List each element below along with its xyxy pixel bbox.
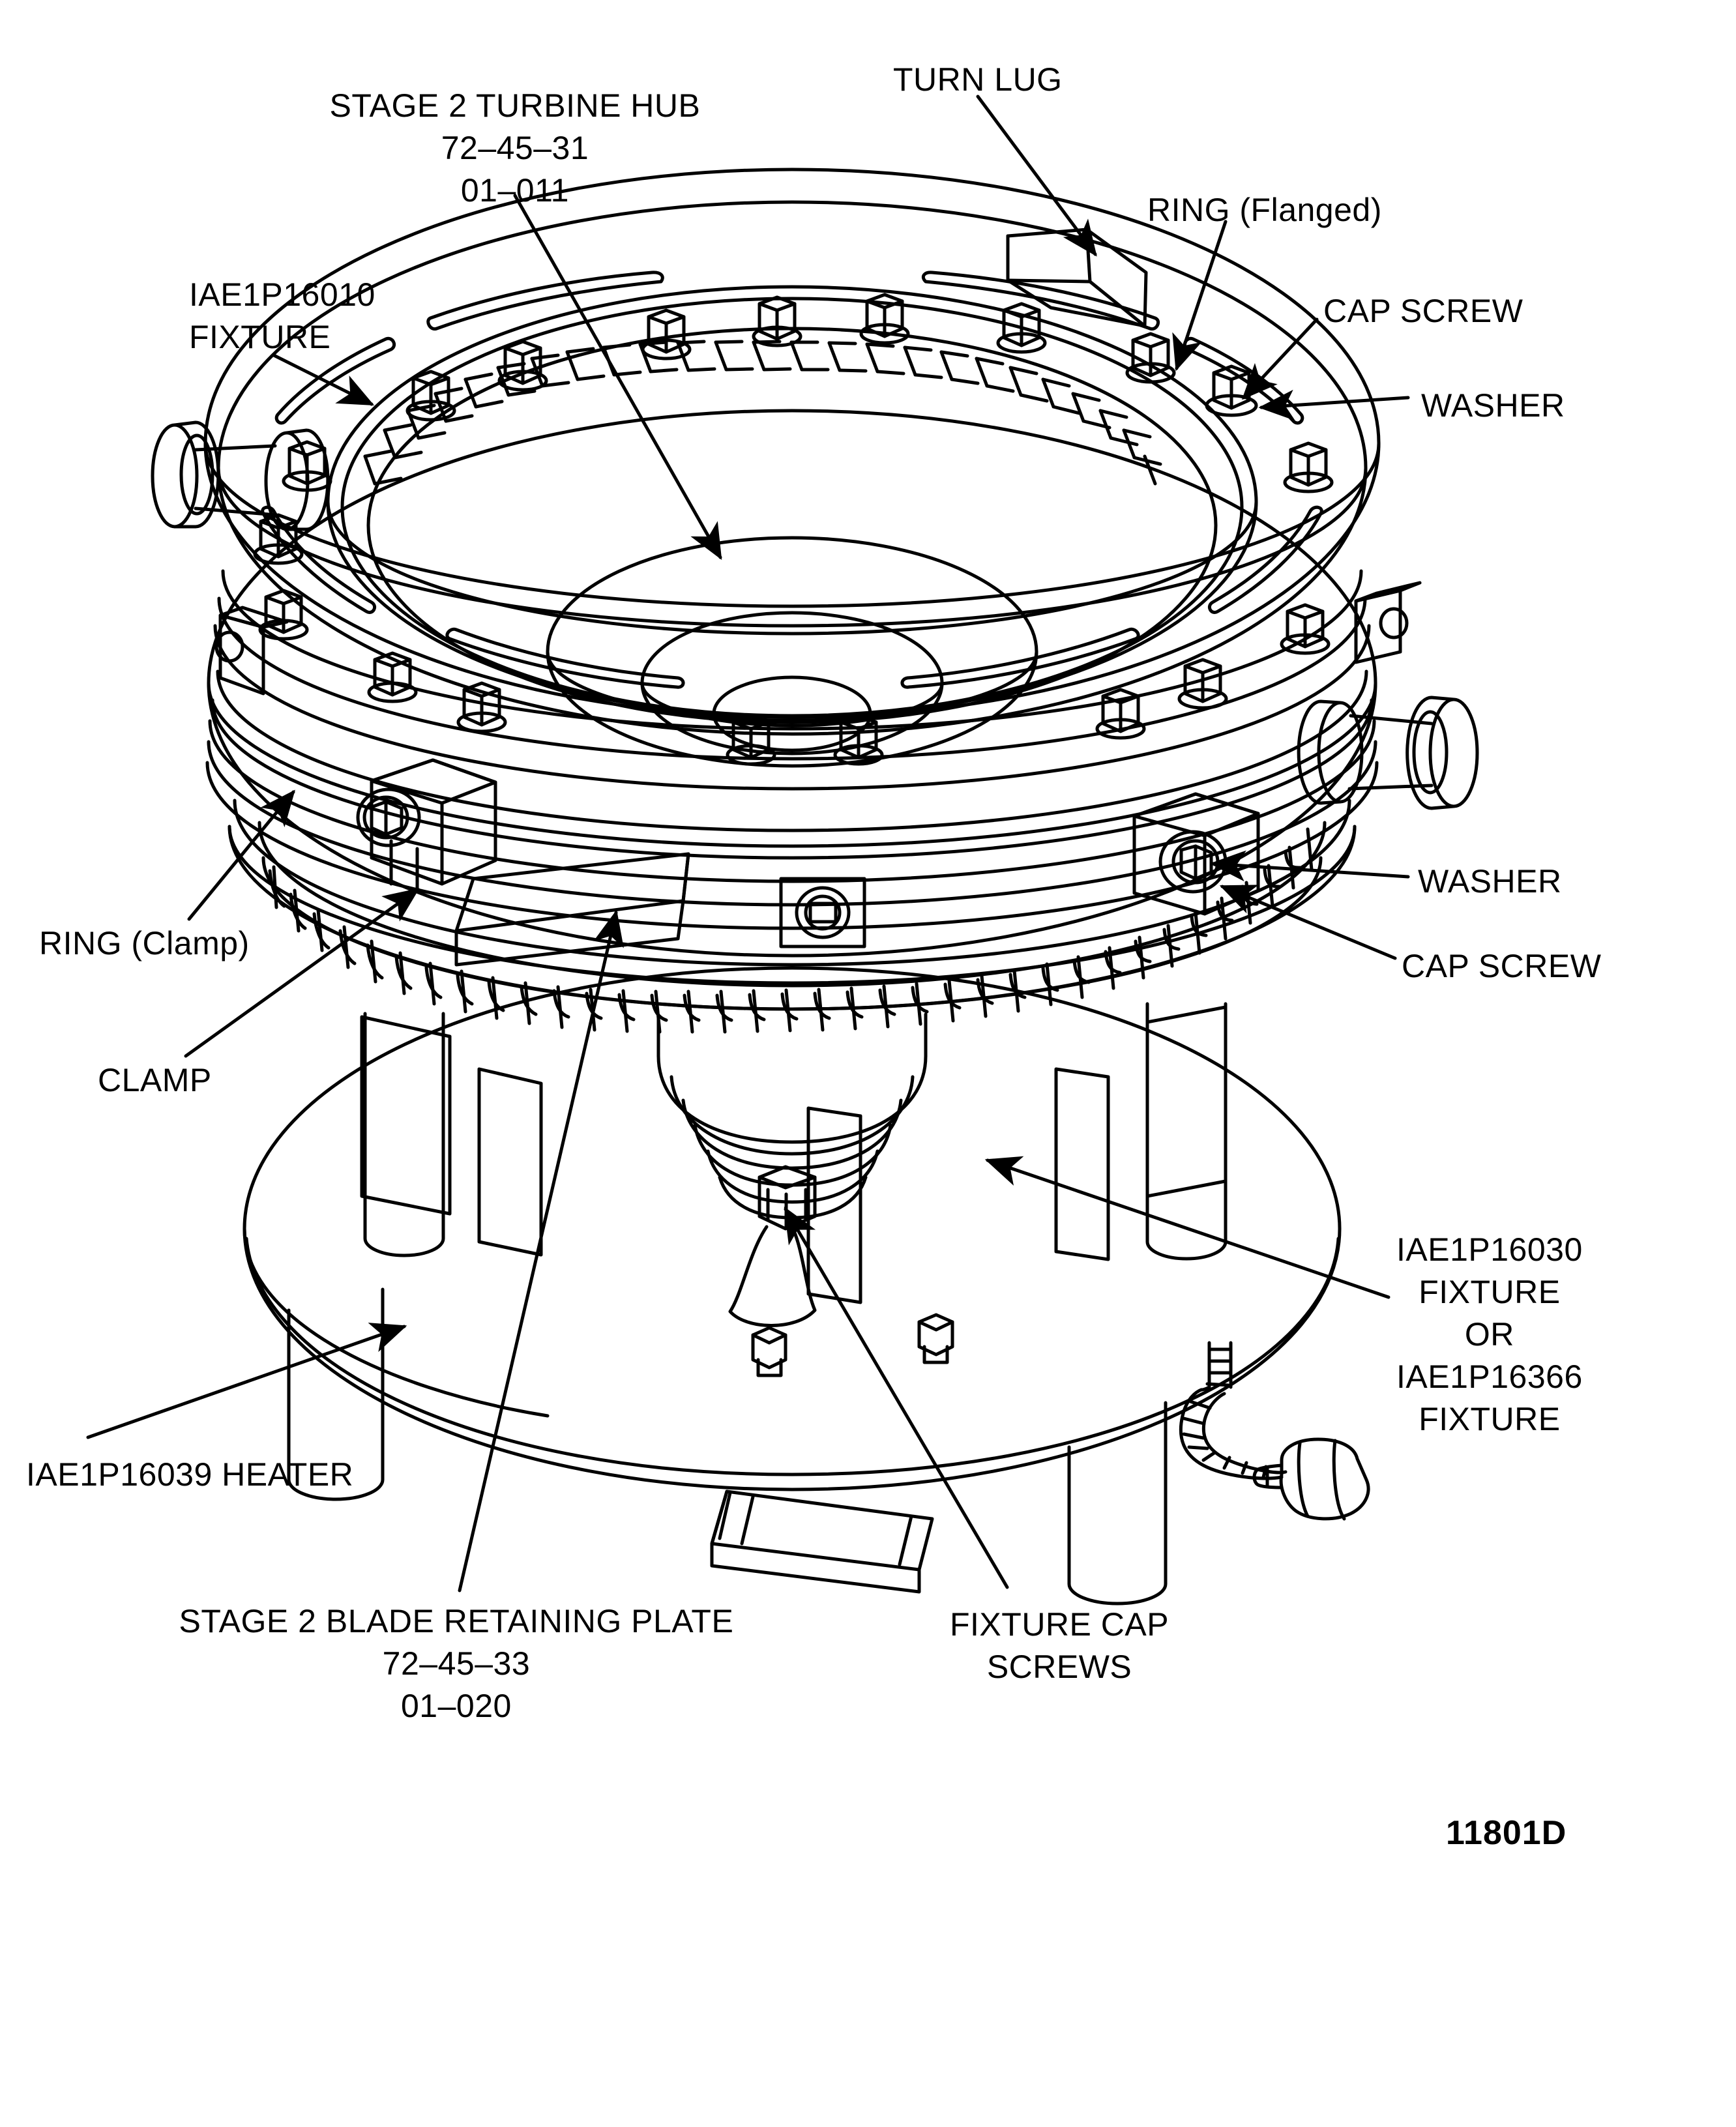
callout-washer-top: WASHER: [1421, 387, 1565, 424]
callout-ring-flanged: RING (Flanged): [1147, 192, 1382, 228]
washer: [367, 681, 418, 703]
cap-screw: [641, 308, 692, 360]
leader-lines: [86, 95, 1410, 1592]
washer: [497, 370, 548, 392]
washer: [859, 323, 910, 345]
support-leg-rear-right: [1145, 1002, 1228, 1261]
callout-washer-mid: WASHER: [1418, 863, 1562, 900]
clamp-block-left: [370, 758, 497, 894]
callout-turn-lug: TURN LUG: [893, 61, 1063, 98]
flange-fasteners: [253, 293, 1334, 766]
washer: [405, 400, 456, 422]
cap-screw: [1283, 441, 1334, 493]
electrical-plug: [1252, 1437, 1370, 1521]
callout-stage-2-turbine-hub: STAGE 2 TURBINE HUB 72–45–31 01–011: [329, 87, 701, 209]
leader-fixture-cap-screws: [784, 1207, 1009, 1589]
center-clamp-boss: [779, 877, 866, 948]
washer: [1125, 362, 1176, 384]
callout-stage-2-blade-retaining-plate: STAGE 2 BLADE RETAINING PLATE 72–45–33 0…: [179, 1603, 734, 1724]
cap-screw: [1125, 332, 1176, 384]
cap-screw: [726, 714, 776, 766]
rib-left: [360, 1015, 452, 1216]
leader-ring-clamp: [187, 789, 295, 921]
figure-number: 11801D: [1446, 1814, 1567, 1852]
washer: [1283, 471, 1334, 493]
washer: [726, 744, 776, 766]
turbine-hub-face: [326, 285, 1258, 768]
leader-fixture-iae1p16010: [272, 353, 375, 406]
callout-fixture-cap-screws: FIXTURE CAP SCREWS: [950, 1606, 1170, 1685]
cap-screw: [996, 302, 1047, 354]
leader-washer-mid: [1209, 850, 1410, 882]
support-leg-front-right: [1067, 1401, 1168, 1606]
washer: [1280, 633, 1331, 655]
lifting-handle-right: [1297, 696, 1479, 810]
clamp-ring: [207, 409, 1377, 958]
leader-ring-flanged: [1172, 220, 1228, 372]
ring-stack: [213, 569, 1371, 791]
rib-right-2: [1054, 1067, 1110, 1261]
callout-ring-clamp: RING (Clamp): [39, 925, 250, 961]
cap-screw: [1177, 658, 1228, 710]
leader-heater-iae1p16039: [86, 1323, 407, 1439]
cap-screw: [833, 714, 884, 766]
support-leg-rear-left: [363, 1012, 445, 1257]
leader-clamp: [184, 888, 420, 1058]
fixture-cap-screw-center: [728, 1165, 817, 1327]
cap-screw: [752, 295, 802, 347]
hub-blade-band: [340, 297, 1244, 724]
callout-cap-screw-top: CAP SCREW: [1323, 293, 1523, 329]
support-leg-front-left: [287, 1287, 385, 1501]
leader-washer-top: [1258, 389, 1410, 421]
cap-screw: [859, 293, 910, 345]
clamp-fastener-left: [356, 787, 421, 847]
washer: [456, 711, 507, 733]
base-plate-assembly: [243, 966, 1370, 1606]
side-bracket-right: [1354, 581, 1422, 664]
cap-screw: [1280, 603, 1331, 655]
callout-cap-screw-mid: CAP SCREW: [1402, 948, 1602, 984]
plate-cap-screw-left: [751, 1326, 787, 1377]
washer: [1095, 718, 1146, 740]
washer: [253, 543, 304, 565]
callout-fixture-iae1p16030-or-16366: IAE1P16030 FIXTURE OR IAE1P16366 FIXTURE: [1396, 1231, 1583, 1437]
rib-left-2: [477, 1067, 543, 1257]
heater-bell: [656, 1012, 928, 1220]
cap-screw: [367, 651, 418, 703]
leader-stage-2-turbine-hub: [513, 194, 722, 560]
washer: [1177, 688, 1228, 710]
cross-brace: [710, 1489, 934, 1594]
cap-screw: [1095, 688, 1146, 740]
heater-cord: [1179, 1341, 1287, 1480]
washer: [996, 332, 1047, 354]
leader-cap-screw-top: [1241, 317, 1319, 400]
callout-fixture-iae1p16010: IAE1P16010 FIXTURE: [189, 276, 375, 355]
callout-clamp: CLAMP: [98, 1062, 212, 1098]
side-bracket-left: [214, 606, 289, 696]
leader-stage-2-blade-retaining-plate: [458, 909, 624, 1592]
leader-fixture-iae1p16030-or-16366: [984, 1156, 1390, 1299]
turn-lug: [1006, 227, 1148, 328]
washer: [752, 325, 802, 347]
cap-screw: [405, 370, 456, 422]
blade-retaining-plate: [205, 698, 1379, 1034]
washer: [1205, 394, 1258, 417]
callout-heater-iae1p16039: IAE1P16039 HEATER: [26, 1456, 354, 1493]
washer: [641, 338, 692, 360]
cap-screw: [456, 681, 507, 733]
plate-cap-screw-right: [917, 1313, 954, 1364]
lifting-handle-left: [151, 420, 330, 531]
washer: [833, 744, 884, 766]
rib-right: [1145, 1005, 1228, 1198]
leader-turn-lug: [976, 95, 1097, 257]
cap-screw: [497, 340, 548, 392]
leader-cap-screw-mid: [1219, 885, 1397, 960]
